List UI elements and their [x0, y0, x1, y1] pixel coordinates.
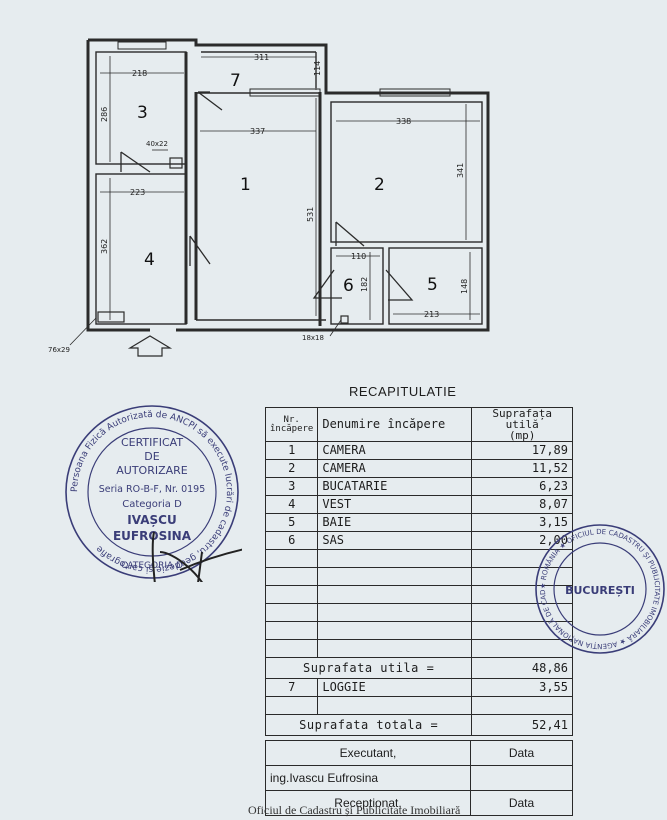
dim-286: 286	[100, 107, 109, 122]
header-name: Denumire încăpere	[317, 407, 473, 442]
outer-wall	[88, 38, 490, 332]
total-area-label: Suprafata totala =	[264, 714, 473, 736]
authorization-stamp: Persoana Fizică Autorizată de ANCPI să e…	[65, 405, 242, 582]
floor-plan: 1 2 3 4 5 6 7 218 311 114 286 337 338 40…	[48, 38, 490, 357]
svg-text:CATEGORIA D: CATEGORIA D	[121, 561, 183, 571]
executant-name: ing.Ivascu Eufrosina	[265, 765, 471, 791]
header-nr: Nr. încăpere	[264, 407, 319, 442]
empty-row	[264, 621, 573, 640]
date-label: Data	[470, 740, 573, 766]
total-area-value: 52,41	[471, 714, 573, 736]
useful-area-row: Suprafata utila = 48,86	[264, 657, 573, 679]
room-label-1: 1	[240, 175, 251, 195]
empty-row	[264, 567, 573, 586]
room-label-4: 4	[144, 250, 155, 270]
dim-341: 341	[456, 163, 465, 178]
svg-text:AUTORIZARE: AUTORIZARE	[116, 464, 188, 477]
room-label-5: 5	[427, 275, 438, 295]
table-row: Executant, Data	[265, 740, 573, 766]
recap-title: RECAPITULATIE	[349, 384, 457, 399]
dim-337: 337	[250, 127, 265, 136]
svg-text:CERTIFICAT: CERTIFICAT	[121, 436, 183, 449]
room-label-7: 7	[230, 71, 241, 91]
date-label-2: Data	[470, 790, 573, 816]
header-area: Suprafața utilă (mp)	[471, 407, 573, 442]
empty-row	[264, 639, 573, 658]
dim-114: 114	[313, 61, 322, 76]
useful-area-label: Suprafata utila =	[264, 657, 473, 679]
dim-110: 110	[351, 252, 366, 261]
room-label-3: 3	[137, 103, 148, 123]
dim-362: 362	[100, 239, 109, 254]
executant-label: Executant,	[265, 740, 471, 766]
footer-text: Oficiul de Cadastru și Publicitate Imobi…	[248, 803, 461, 817]
dim-182: 182	[360, 277, 369, 292]
useful-area-value: 48,86	[471, 657, 573, 679]
empty-row	[264, 603, 573, 622]
empty-row	[264, 549, 573, 568]
empty-row	[264, 585, 573, 604]
executant-table: Executant, Data ing.Ivascu Eufrosina Rec…	[265, 740, 573, 816]
table-row: Receptionat, Data	[265, 790, 573, 816]
empty-row	[264, 696, 573, 715]
loggia-row: 7 LOGGIE 3,55	[264, 678, 573, 697]
total-area-row: Suprafata totala = 52,41	[264, 714, 573, 736]
dim-213: 213	[424, 310, 439, 319]
rooms-table: Nr. încăpere Denumire încăpere Suprafața…	[264, 407, 573, 736]
dim-148: 148	[460, 279, 469, 294]
svg-text:DE: DE	[144, 450, 159, 463]
room-label-2: 2	[374, 175, 385, 195]
dim-40x22: 40x22	[146, 140, 168, 148]
room-label-6: 6	[343, 276, 354, 296]
receptionat-label: Receptionat,	[265, 790, 471, 816]
svg-text:Categoria D: Categoria D	[122, 499, 182, 510]
svg-text:Seria RO-B-F, Nr. 0195: Seria RO-B-F, Nr. 0195	[99, 484, 206, 495]
table-row: ing.Ivascu Eufrosina	[265, 765, 573, 791]
dim-218: 218	[132, 69, 147, 78]
svg-text:BUCUREȘTI: BUCUREȘTI	[565, 584, 635, 597]
dim-76x29: 76x29	[48, 346, 70, 354]
entrance-arrow-icon	[127, 335, 173, 357]
dim-311: 311	[254, 53, 269, 62]
dim-223: 223	[130, 188, 145, 197]
svg-text:EUFROSINA: EUFROSINA	[113, 529, 192, 543]
dim-338: 338	[396, 117, 411, 126]
office-stamp: ★ ROMÂNIA ★ OFICIUL DE CADASTRU ȘI PUBLI…	[533, 522, 665, 654]
dim-18x18: 18x18	[302, 334, 324, 342]
svg-text:IVAȘCU: IVAȘCU	[127, 513, 176, 527]
signature	[151, 531, 242, 582]
table-header-row: Nr. încăpere Denumire încăpere Suprafața…	[264, 407, 573, 442]
dim-531: 531	[306, 207, 315, 222]
